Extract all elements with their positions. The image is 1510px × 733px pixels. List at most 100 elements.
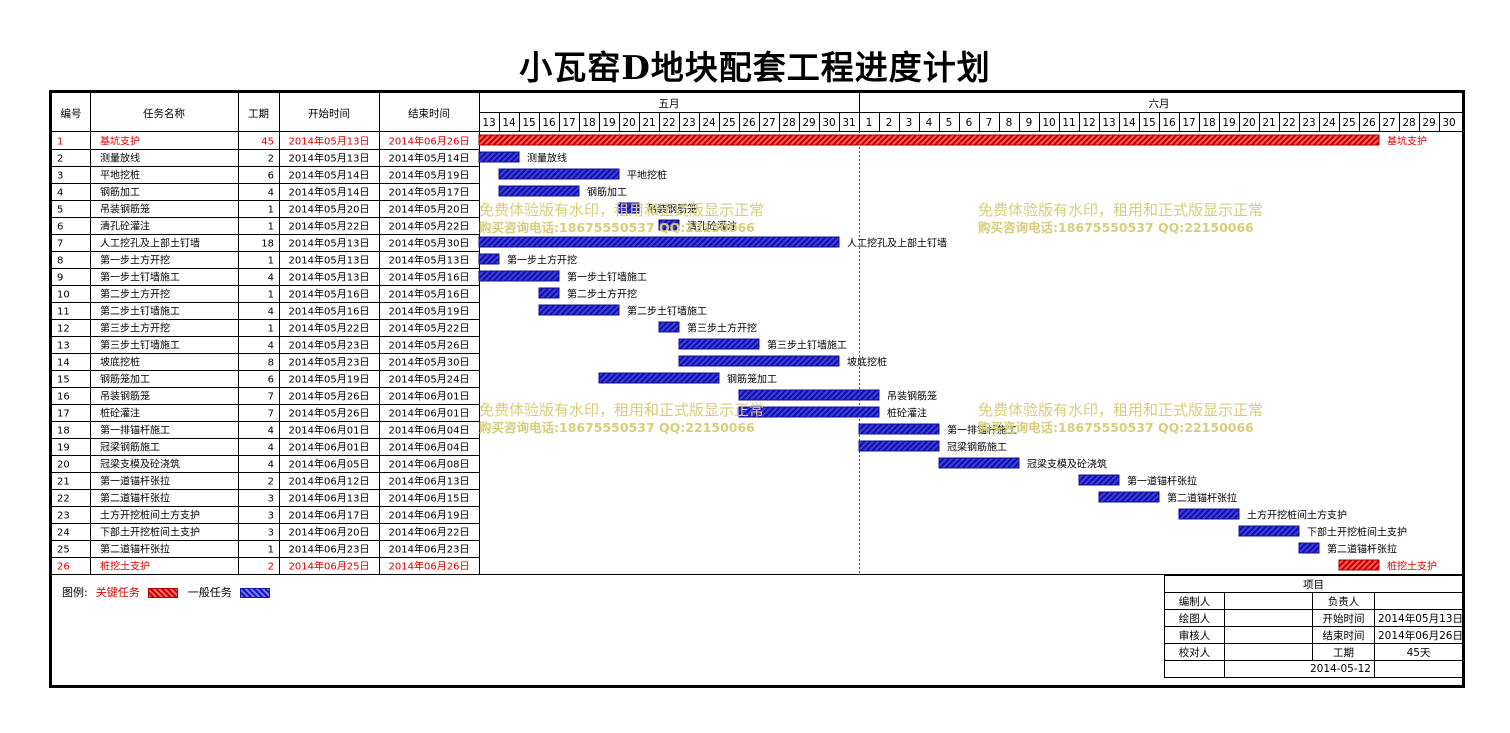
task-duration: 1 (268, 324, 274, 335)
info-reviewer-label: 审核人 (1164, 626, 1225, 644)
task-end: 2014年06月15日 (389, 492, 470, 505)
info-owner-value (1374, 592, 1463, 610)
day-label: 20 (622, 117, 635, 129)
info-header: 项目 (1164, 575, 1463, 593)
task-start: 2014年05月26日 (289, 390, 370, 403)
task-end: 2014年06月04日 (389, 424, 470, 437)
day-label: 31 (842, 117, 855, 129)
task-name: 第三步土钉墙施工 (100, 339, 180, 352)
day-label: 19 (1222, 117, 1235, 129)
task-end: 2014年06月04日 (389, 441, 470, 454)
task-bar (1098, 491, 1160, 503)
day-label: 29 (1422, 117, 1435, 129)
task-end: 2014年06月26日 (389, 560, 470, 573)
info-end-label: 结束时间 (1312, 626, 1375, 644)
task-bar (1078, 474, 1120, 486)
task-duration: 18 (261, 239, 274, 250)
task-bar (538, 304, 620, 316)
task-start: 2014年05月13日 (289, 271, 370, 284)
info-checker-value (1224, 643, 1313, 661)
task-bar (938, 457, 1020, 469)
info-owner-label: 负责人 (1312, 592, 1375, 610)
task-bar (538, 287, 560, 299)
info-end-value: 2014年06月26日 (1374, 626, 1463, 644)
task-start: 2014年05月13日 (289, 254, 370, 267)
task-bar-label: 桩砼灌注 (887, 407, 927, 420)
task-id: 11 (57, 307, 70, 318)
task-duration: 7 (268, 392, 274, 403)
task-id: 25 (57, 545, 70, 556)
task-id: 21 (57, 477, 70, 488)
task-end: 2014年05月16日 (389, 288, 470, 301)
task-end: 2014年06月08日 (389, 458, 470, 471)
task-duration: 1 (268, 290, 274, 301)
task-bar (658, 219, 680, 231)
task-bar-label: 第一道锚杆张拉 (1127, 475, 1197, 488)
legend-normal-swatch (239, 588, 270, 598)
task-duration: 45 (261, 137, 274, 148)
column-header-duration: 工期 (248, 108, 269, 120)
info-drawer-value (1224, 609, 1313, 627)
task-id: 7 (57, 239, 63, 250)
task-bar-label: 土方开挖桩间土方支护 (1247, 509, 1347, 522)
info-start-value: 2014年05月13日 (1374, 609, 1463, 627)
task-name: 桩砼灌注 (100, 407, 140, 420)
month-label: 五月 (659, 98, 680, 110)
legend-critical-swatch (147, 588, 178, 598)
task-name: 冠梁支模及砼浇筑 (100, 458, 180, 471)
day-label: 29 (802, 117, 815, 129)
task-end: 2014年06月26日 (389, 135, 470, 148)
task-name: 第一步土方开挖 (100, 254, 170, 267)
day-label: 10 (1042, 117, 1055, 129)
task-duration: 3 (268, 511, 274, 522)
day-label: 4 (926, 117, 933, 129)
task-id: 19 (57, 443, 70, 454)
task-id: 17 (57, 409, 70, 420)
day-label: 25 (1342, 117, 1355, 129)
column-header-name: 任务名称 (143, 107, 185, 120)
task-id: 1 (57, 137, 63, 148)
task-start: 2014年06月20日 (289, 526, 370, 539)
task-end: 2014年06月23日 (389, 543, 470, 556)
task-bar (498, 168, 620, 180)
task-bar (478, 253, 500, 265)
day-label: 28 (1402, 117, 1415, 129)
task-name: 清孔砼灌注 (100, 220, 150, 233)
task-name: 第二道锚杆张拉 (100, 492, 170, 505)
legend-critical-label: 关键任务 (95, 586, 140, 599)
task-bar (478, 151, 520, 163)
task-end: 2014年05月14日 (389, 152, 470, 165)
task-name: 吊装钢筋笼 (100, 390, 150, 403)
task-bar-label: 第三步土钉墙施工 (767, 339, 847, 352)
task-bar (738, 389, 880, 401)
task-name: 下部土开挖桩间土支护 (100, 526, 200, 539)
task-duration: 3 (268, 494, 274, 505)
day-label: 9 (1026, 117, 1033, 129)
task-start: 2014年05月14日 (289, 186, 370, 199)
task-bar (1238, 525, 1300, 537)
task-id: 4 (57, 188, 63, 199)
task-start: 2014年05月14日 (289, 169, 370, 182)
day-label: 14 (502, 117, 516, 129)
day-label: 19 (602, 117, 615, 129)
project-info-table: 项目 编制人 负责人 绘图人 开始时间 2014年05月13日 审核人 结束时间… (1164, 575, 1463, 685)
task-bar (478, 270, 560, 282)
task-id: 12 (57, 324, 70, 335)
day-label: 30 (1442, 117, 1455, 129)
task-duration: 1 (268, 222, 274, 233)
task-start: 2014年05月16日 (289, 305, 370, 318)
task-bar (678, 338, 760, 350)
task-bar-label: 基坑支护 (1387, 135, 1427, 148)
task-end: 2014年05月22日 (389, 220, 470, 233)
task-name: 土方开挖桩间土方支护 (100, 509, 200, 522)
task-duration: 1 (268, 205, 274, 216)
